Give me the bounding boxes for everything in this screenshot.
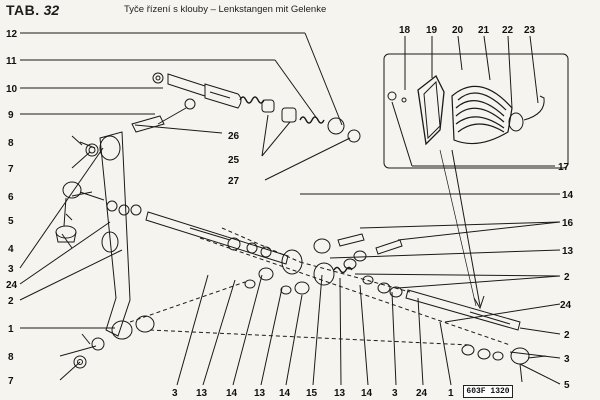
callout-label: 8 [8, 352, 14, 363]
table-header: TAB.32 [6, 2, 59, 20]
callout-label: 13 [562, 246, 574, 257]
callout-label: 9 [8, 110, 14, 121]
tie-rod-socket-assembly [131, 72, 361, 143]
callout-label: 6 [8, 192, 14, 203]
callout-label: 2 [564, 272, 570, 283]
callout-label: 8 [8, 138, 14, 149]
callout-labels: 12 11 10 9 8 7 6 5 4 3 24 2 1 8 7 26 25 … [6, 25, 574, 399]
callout-label: 3 [172, 388, 178, 399]
callout-label: 1 [448, 388, 454, 399]
callout-label: 4 [8, 244, 14, 255]
callout-label: 16 [562, 218, 574, 229]
callout-label: 5 [8, 216, 14, 227]
callout-label: 27 [228, 176, 240, 187]
callout-label: 11 [6, 56, 17, 67]
callout-label: 7 [8, 376, 14, 387]
callout-label: 15 [306, 388, 318, 399]
callout-label: 2 [8, 296, 14, 307]
callout-label: 24 [560, 300, 572, 311]
callout-label: 3 [8, 264, 14, 275]
callout-label: 26 [228, 131, 240, 142]
left-steering-arm [55, 131, 155, 369]
tab-label: TAB. [6, 2, 40, 18]
callout-label: 14 [361, 388, 373, 399]
callout-label: 23 [524, 25, 536, 36]
callout-label: 13 [334, 388, 346, 399]
tab-number: 32 [43, 2, 60, 18]
callout-label: 19 [426, 25, 438, 36]
left-tie-rod [145, 211, 303, 275]
callout-label: 13 [254, 388, 266, 399]
callout-label: 1 [8, 324, 14, 335]
callout-label: 24 [6, 280, 18, 291]
callout-label: 18 [399, 25, 411, 36]
callout-label: 14 [226, 388, 238, 399]
callout-label: 20 [452, 25, 464, 36]
callout-label: 22 [502, 25, 514, 36]
boot-detail-box [383, 53, 569, 310]
diagram-caption: Tyče řízení s klouby – Lenkstangen mit G… [124, 4, 327, 15]
alignment-lines [129, 227, 511, 346]
callout-label: 14 [562, 190, 574, 201]
callout-label: 3 [564, 354, 570, 365]
callout-label: 25 [228, 155, 240, 166]
callout-label: 17 [558, 162, 570, 173]
leader-lines [19, 32, 561, 386]
right-tie-rod [405, 289, 547, 383]
callout-label: 5 [564, 380, 570, 391]
centre-joint-parts [244, 233, 403, 298]
callout-label: 24 [416, 388, 428, 399]
callout-label: 21 [478, 25, 490, 36]
callout-label: 2 [564, 330, 570, 341]
callout-label: 3 [392, 388, 398, 399]
callout-label: 7 [8, 164, 14, 175]
callout-label: 14 [279, 388, 291, 399]
callout-label: 13 [196, 388, 208, 399]
callout-label: 12 [6, 29, 18, 40]
callout-label: 10 [6, 84, 18, 95]
drawing-number-stamp: 603F 1320 [463, 385, 513, 398]
